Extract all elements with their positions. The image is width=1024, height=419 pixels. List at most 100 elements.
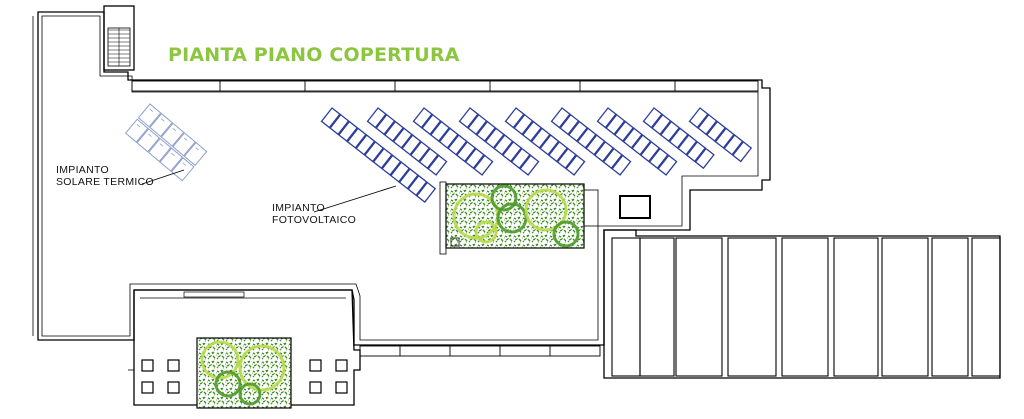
tree-canopy — [552, 220, 580, 248]
pv-panel — [668, 127, 689, 149]
pv-row — [458, 107, 540, 176]
drawing-title: PIANTA PIANO COPERTURA — [168, 44, 460, 66]
pv-panel — [611, 154, 632, 176]
pv-panel — [565, 154, 586, 176]
pv-panel — [547, 140, 569, 163]
pv-panel — [651, 113, 672, 136]
tree-canopy — [474, 220, 498, 244]
photovoltaic-label: IMPIANTO FOTOVOLTAICO — [272, 202, 356, 226]
pv-panel — [657, 154, 678, 176]
pv-panel — [659, 120, 681, 143]
pv-panel — [613, 120, 635, 143]
roof-vent — [141, 359, 154, 372]
solar-thermal-panel — [124, 118, 149, 143]
roof-vent — [167, 381, 180, 394]
pv-panel — [697, 113, 718, 136]
pv-panel — [596, 107, 617, 129]
pv-panel — [642, 107, 663, 129]
pv-panel — [464, 147, 485, 170]
pv-panel — [381, 154, 402, 176]
roof-vent — [167, 359, 180, 372]
pv-panel — [550, 107, 571, 129]
pv-panel — [559, 113, 580, 136]
roof-vent — [335, 381, 348, 394]
pv-panel — [412, 107, 433, 129]
pv-panel — [418, 147, 439, 170]
pv-panel — [648, 147, 669, 170]
pv-panel — [556, 147, 577, 170]
pv-panel — [685, 140, 707, 163]
pv-panel — [415, 181, 437, 203]
pv-panel — [519, 154, 540, 176]
pv-row — [366, 107, 448, 176]
solar-thermal-panel — [149, 112, 173, 138]
pv-panel — [475, 120, 497, 143]
pv-panel — [346, 127, 367, 149]
green-roof-top-curb — [439, 181, 447, 255]
right-annex — [603, 229, 1001, 379]
pv-panel — [593, 140, 615, 163]
pv-panel — [421, 113, 442, 136]
bottom-edge-segments — [359, 345, 601, 357]
pv-panel — [438, 127, 459, 149]
solar-thermal-panels — [124, 103, 208, 182]
pv-panel — [398, 168, 419, 190]
pv-panel — [504, 107, 525, 129]
pv-panel — [473, 154, 494, 176]
pv-panel — [688, 107, 709, 129]
pv-panel — [539, 134, 560, 156]
tree-canopy — [238, 344, 286, 392]
pv-panel — [639, 140, 661, 163]
pv-row — [642, 107, 715, 170]
roof-vent — [141, 381, 154, 394]
pv-panel — [389, 161, 411, 183]
annex-roof-panel — [931, 237, 969, 377]
solar-thermal-panel — [136, 128, 161, 153]
pv-panel — [375, 113, 396, 136]
pv-panel — [493, 134, 514, 156]
pv-row — [412, 107, 494, 176]
solar-thermal-panel — [172, 132, 196, 157]
pv-panel — [576, 127, 597, 149]
staircase — [103, 5, 135, 71]
pv-panel — [501, 140, 523, 163]
pv-row — [550, 107, 632, 176]
pv-panel — [705, 120, 727, 143]
pv-panel — [427, 154, 448, 176]
solar-thermal-panel — [170, 157, 195, 182]
pv-panel — [567, 120, 589, 143]
tree-canopy — [490, 184, 518, 212]
pv-panel — [363, 140, 385, 163]
pv-panel — [723, 134, 744, 156]
photovoltaic-label-line1: IMPIANTO — [272, 202, 325, 214]
annex-roof-panel — [727, 237, 777, 377]
photovoltaic-panel-rows — [320, 107, 753, 203]
annex-roof-panel — [833, 237, 879, 377]
pv-panel — [383, 120, 405, 143]
pv-panel — [409, 140, 431, 163]
pv-panel — [329, 113, 350, 136]
pv-panel — [401, 134, 422, 156]
pv-panel — [320, 107, 341, 129]
pv-panel — [521, 120, 543, 143]
pv-panel — [337, 120, 359, 143]
roof-vent — [309, 359, 322, 372]
pv-panel — [392, 127, 413, 149]
solar-thermal-panel — [160, 122, 185, 147]
roof-vent — [309, 381, 322, 394]
green-roof-top — [445, 183, 585, 249]
annex-roof-panel — [611, 237, 641, 377]
pv-row — [320, 107, 437, 203]
annex-roof-panel — [675, 237, 723, 377]
pv-panel — [694, 147, 715, 170]
solar-thermal-label-line1: IMPIANTO — [56, 164, 109, 176]
pv-panel — [372, 147, 393, 170]
tree-canopy — [200, 340, 240, 380]
solar-thermal-label: IMPIANTO SOLARE TERMICO — [56, 164, 154, 188]
pv-panel — [585, 134, 606, 156]
pv-panel — [677, 134, 698, 156]
pv-row — [688, 107, 753, 163]
pv-panel — [407, 174, 428, 197]
